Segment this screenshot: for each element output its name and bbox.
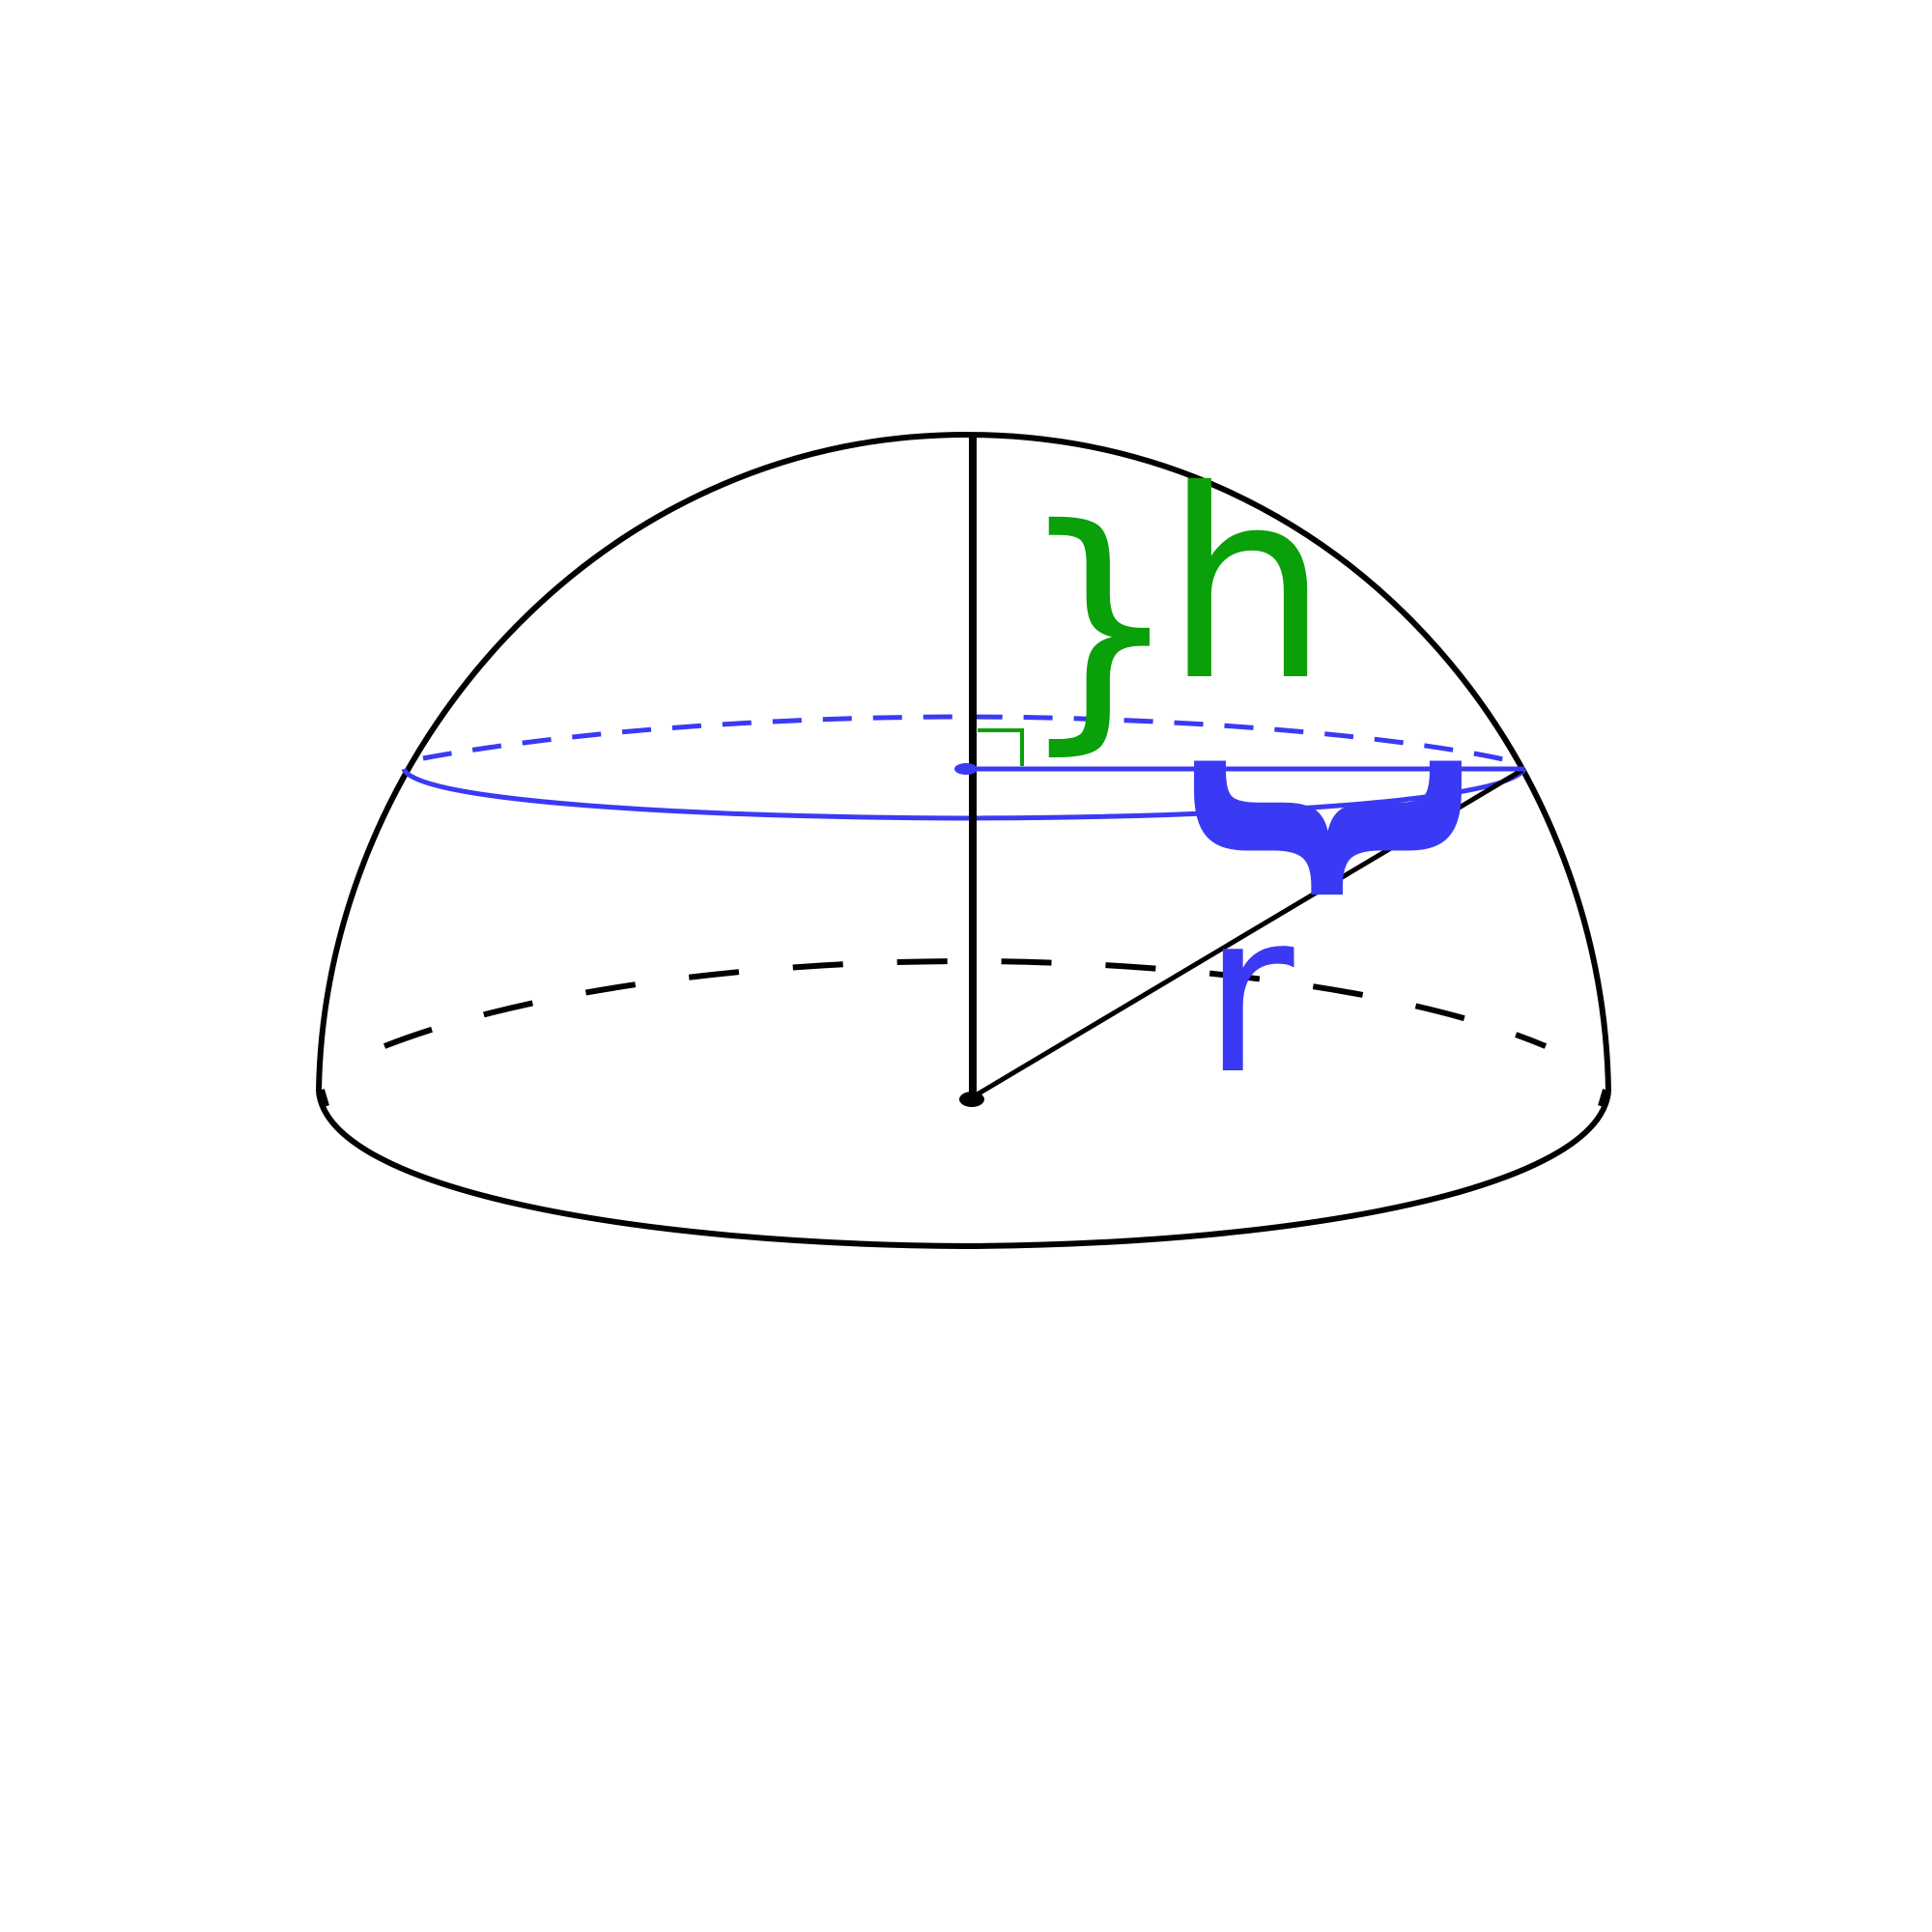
base-ellipse-front: [316, 1091, 1611, 1250]
right-angle-marker: [978, 728, 1024, 766]
radius-label: r: [1203, 866, 1294, 1123]
cap-center-point: [954, 763, 978, 775]
height-brace: }: [1016, 472, 1182, 777]
height-label: h: [1164, 434, 1329, 738]
base-left-tick: [319, 1089, 329, 1107]
hemisphere-dome-arc: [316, 431, 1611, 1093]
radius-brace: }: [1173, 724, 1510, 931]
cap-circle-front: [401, 767, 1527, 821]
base-ellipse-back-dashed: [383, 957, 1548, 1049]
cap-circle-back-dashed: [422, 714, 1521, 766]
base-right-tick: [1598, 1089, 1608, 1107]
slant-radius-line: [972, 767, 1524, 1099]
